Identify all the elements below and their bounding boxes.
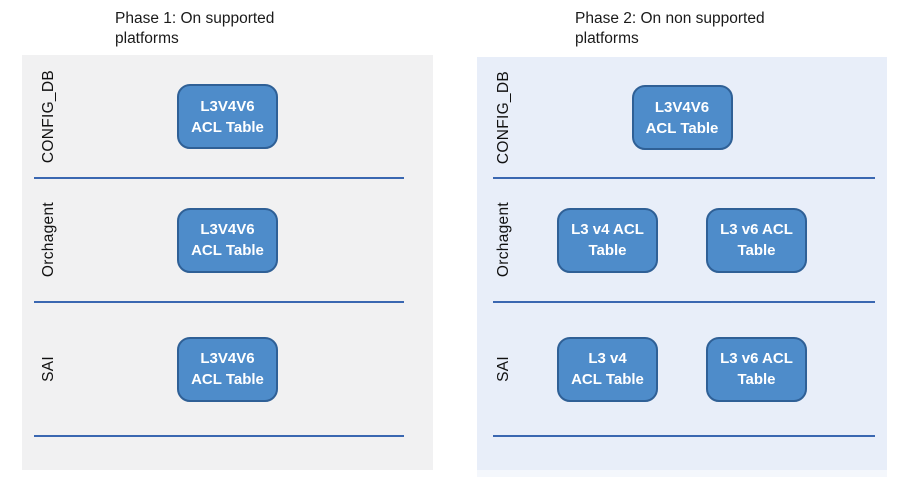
phase-1-panel: CONFIG_DB L3V4V6 ACL Table Orchagent L3V… — [22, 55, 433, 470]
phase-2-row-sai: SAI L3 v4 ACL Table L3 v6 ACL Table — [477, 302, 887, 437]
phase-1-row-sai: SAI L3V4V6 ACL Table — [22, 302, 433, 437]
row-boxes: L3V4V6 ACL Table — [477, 57, 887, 178]
acl-v6-table-box: L3 v6 ACL Table — [706, 207, 807, 273]
phase-2-row-config-db: CONFIG_DB L3V4V6 ACL Table — [477, 57, 887, 179]
acl-table-box: L3V4V6 ACL Table — [177, 336, 278, 402]
row-label-text: CONFIG_DB — [495, 70, 512, 165]
row-label-sai: SAI — [485, 302, 523, 436]
row-label-text: SAI — [495, 356, 512, 382]
row-label-config-db: CONFIG_DB — [485, 57, 523, 178]
row-divider — [493, 301, 875, 303]
acl-v6-table-box: L3 v6 ACL Table — [706, 336, 807, 402]
row-label-text: SAI — [40, 356, 57, 382]
phase-2-panel-bottom-strip — [477, 470, 887, 477]
phase-2-row-orchagent: Orchagent L3 v4 ACL Table L3 v6 ACL Tabl… — [477, 178, 887, 303]
row-divider — [493, 177, 875, 179]
phase-2-title: Phase 2: On non supported platforms — [575, 10, 765, 47]
row-label-text: Orchagent — [495, 202, 512, 278]
row-boxes: L3V4V6 ACL Table — [22, 178, 433, 302]
acl-table-box: L3V4V6 ACL Table — [177, 207, 278, 273]
acl-v4-table-box: L3 v4 ACL Table — [557, 207, 658, 273]
row-label-orchagent: Orchagent — [30, 178, 68, 302]
row-label-text: CONFIG_DB — [40, 69, 57, 164]
row-label-config-db: CONFIG_DB — [30, 55, 68, 178]
acl-v4-table-box: L3 v4 ACL Table — [557, 336, 658, 402]
row-boxes: L3 v4 ACL Table L3 v6 ACL Table — [477, 178, 887, 302]
panel-bottom-spacer — [22, 436, 433, 470]
acl-table-box: L3V4V6 ACL Table — [177, 84, 278, 149]
row-divider — [493, 435, 875, 437]
phase-1-row-orchagent: Orchagent L3V4V6 ACL Table — [22, 178, 433, 303]
panel-bottom-spacer — [477, 436, 887, 470]
row-boxes: L3 v4 ACL Table L3 v6 ACL Table — [477, 302, 887, 436]
phase-1-title: Phase 1: On supported platforms — [115, 10, 275, 47]
row-label-orchagent: Orchagent — [485, 178, 523, 302]
row-boxes: L3V4V6 ACL Table — [22, 55, 433, 178]
acl-table-box: L3V4V6 ACL Table — [631, 85, 733, 150]
row-divider — [34, 301, 404, 303]
row-boxes: L3V4V6 ACL Table — [22, 302, 433, 436]
row-divider — [34, 177, 404, 179]
row-divider — [34, 435, 404, 437]
row-label-sai: SAI — [30, 302, 68, 436]
phase-1-row-config-db: CONFIG_DB L3V4V6 ACL Table — [22, 55, 433, 179]
row-label-text: Orchagent — [40, 202, 57, 278]
phase-2-panel: CONFIG_DB L3V4V6 ACL Table Orchagent L3 … — [477, 57, 887, 470]
